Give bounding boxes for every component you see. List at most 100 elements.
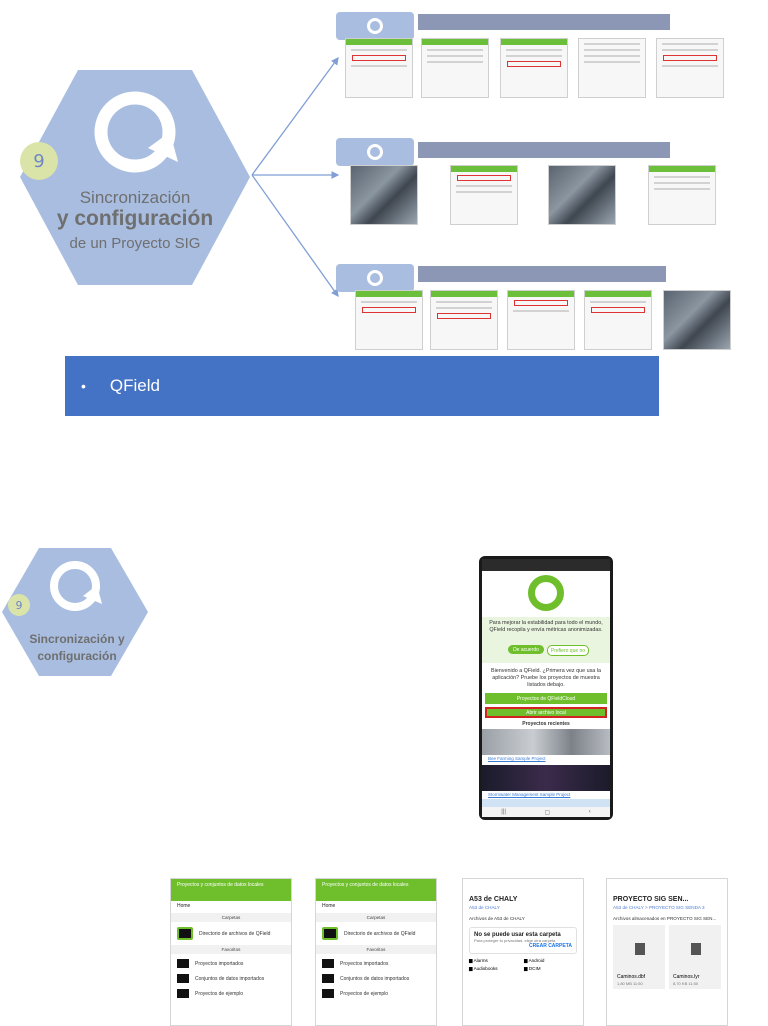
folder-icon — [177, 959, 189, 968]
decline-button[interactable]: Prefiero que no — [547, 645, 589, 656]
create-folder-button[interactable]: CREAR CARPETA — [529, 943, 572, 949]
folder-item[interactable]: ▆ DCIM — [524, 966, 541, 971]
strip1-thumb-5[interactable] — [656, 38, 724, 98]
strip1-thumb-3[interactable] — [500, 38, 568, 98]
recent-project-2-thumb[interactable] — [482, 765, 610, 791]
favorites-section-header: Favoritos — [171, 945, 291, 954]
list-item[interactable]: Proyectos de ejemplo — [316, 986, 436, 1001]
local-projects-screen-1: Proyectos y conjuntos de datos locales H… — [170, 878, 292, 1026]
strip1-qfield-badge — [336, 12, 414, 40]
home-label: Home — [322, 903, 336, 909]
section-badge-hexagon-small: 9 Sincronización y configuración — [2, 548, 148, 676]
strip2-header-bar — [418, 142, 670, 158]
banner-bullet: • — [81, 378, 86, 394]
project-folder-screen: PROYECTO SIG SEN... A53 de CHALY > PROYE… — [606, 878, 728, 1026]
android-nav-bar: ||| ▢ ‹ — [482, 807, 610, 817]
strip3-thumb-2[interactable] — [430, 290, 498, 350]
status-bar — [607, 879, 727, 892]
section-number-small: 9 — [8, 594, 30, 616]
home-label: Home — [177, 903, 191, 909]
breadcrumb[interactable]: A53 de CHALY > PROYECTO SIG SENDA 3 — [613, 905, 705, 910]
screen-title: Proyectos y conjuntos de datos locales — [171, 879, 291, 901]
recent-project-2-label[interactable]: Stormwater Management Sample Project — [488, 792, 571, 797]
sample-map-strip — [482, 799, 610, 807]
cannot-use-folder-notice: No se puede usar esta carpeta Para prote… — [469, 927, 577, 954]
screen-title: Proyectos y conjuntos de datos locales — [316, 879, 436, 901]
status-bar — [463, 879, 583, 892]
strip1-thumb-2[interactable] — [421, 38, 489, 98]
qfield-logo-icon — [528, 575, 564, 611]
qfield-logo-icon — [94, 91, 176, 173]
hex-title-line2: y configuración — [56, 207, 214, 230]
screen-title: A53 de CHALY — [469, 896, 518, 903]
recents-nav-icon[interactable]: ||| — [501, 809, 506, 815]
list-item[interactable]: Proyectos importados — [316, 956, 436, 971]
folders-section-header: Carpetas — [316, 913, 436, 922]
strip3-thumb-1[interactable] — [355, 290, 423, 350]
strip1-thumb-1[interactable] — [345, 38, 413, 98]
qfield-folder-icon — [322, 927, 338, 940]
recent-project-1-thumb[interactable] — [482, 729, 610, 755]
hex-title-line1: Sincronización — [79, 188, 191, 207]
welcome-text: Bienvenido a QField. ¿Primera vez que us… — [491, 668, 601, 688]
banner-title: QField — [109, 376, 160, 395]
cloud-projects-button[interactable]: Proyectos de QFieldCloud — [485, 693, 607, 704]
folder-item[interactable]: ▆ Audiobooks — [469, 966, 498, 971]
strip2-thumb-3[interactable] — [548, 165, 616, 225]
phone-screenshot: Para mejorar la estabilidad para todo el… — [479, 556, 613, 820]
hex-small-title-line1: Sincronización y — [29, 632, 125, 646]
consent-text: Para mejorar la estabilidad para todo el… — [489, 620, 603, 633]
connector-arrows — [251, 56, 340, 298]
strip3-thumb-3[interactable] — [507, 290, 575, 350]
folder-icon — [177, 989, 189, 998]
file-icon — [691, 943, 701, 955]
strip3-qfield-badge — [336, 264, 414, 292]
notice-body: Para proteger tu privacidad, elige otra … — [474, 938, 556, 943]
consent-panel: Para mejorar la estabilidad para todo el… — [482, 617, 610, 663]
recent-projects-header: Proyectos recientes — [522, 721, 570, 727]
strip3-thumb-5[interactable] — [663, 290, 731, 350]
folders-section-header: Carpetas — [171, 913, 291, 922]
hex-title-line3: de un Proyecto SIG — [69, 235, 201, 252]
hexagon-shape-small — [2, 548, 148, 676]
list-item[interactable]: Directorio de archivos de QField — [171, 924, 291, 943]
back-nav-icon[interactable]: ‹ — [588, 809, 591, 815]
qfield-folder-icon — [177, 927, 193, 940]
hex-small-title-line2: configuración — [37, 649, 117, 663]
strip2-qfield-badge — [336, 138, 414, 166]
notice-title: No se puede usar esta carpeta — [474, 932, 561, 938]
strip3-thumb-4[interactable] — [584, 290, 652, 350]
file-picker-screen: A53 de CHALY A53 de CHALY Archivos de A5… — [462, 878, 584, 1026]
breadcrumb[interactable]: A53 de CHALY — [469, 905, 500, 910]
file-tile[interactable]: Caminos.dbf 1,80 MB 11:50 — [613, 925, 665, 989]
home-nav-icon[interactable]: ▢ — [544, 809, 551, 816]
section-number: 9 — [20, 142, 58, 180]
list-item[interactable]: Conjuntos de datos importados — [171, 971, 291, 986]
file-icon — [635, 943, 645, 955]
list-item[interactable]: Proyectos de ejemplo — [171, 986, 291, 1001]
favorites-section-header: Favoritos — [316, 945, 436, 954]
open-local-file-button[interactable]: Abrir archivo local — [485, 707, 607, 718]
folder-label: Archivos de A53 de CHALY — [469, 916, 525, 921]
recent-project-1-label[interactable]: Bee Farming Sample Project — [488, 756, 546, 761]
strip2-thumb-1[interactable] — [350, 165, 418, 225]
status-bar — [482, 559, 610, 571]
strip2-thumb-4[interactable] — [648, 165, 716, 225]
qfield-banner: • QField — [65, 356, 659, 416]
local-projects-screen-2: Proyectos y conjuntos de datos locales H… — [315, 878, 437, 1026]
list-item[interactable]: Directorio de archivos de QField — [316, 924, 436, 943]
strip1-thumb-4[interactable] — [578, 38, 646, 98]
list-item[interactable]: Conjuntos de datos importados — [316, 971, 436, 986]
hexagon-shape — [20, 70, 250, 285]
folder-label: Archivos almacenados en PROYECTO SIG SEN… — [613, 916, 717, 921]
list-item[interactable]: Proyectos importados — [171, 956, 291, 971]
folder-item[interactable]: ▆ Alarms — [469, 958, 488, 963]
folder-icon — [322, 989, 334, 998]
folder-item[interactable]: ▆ Android — [524, 958, 545, 963]
strip2-thumb-2[interactable] — [450, 165, 518, 225]
folder-icon — [177, 974, 189, 983]
strip3-header-bar — [418, 266, 666, 282]
section-badge-hexagon: 9 Sincronización y configuración de un P… — [20, 70, 250, 285]
agree-button[interactable]: De acuerdo — [508, 645, 544, 654]
file-tile[interactable]: Caminos.lyr 8,70 KB 11:50 — [669, 925, 721, 989]
